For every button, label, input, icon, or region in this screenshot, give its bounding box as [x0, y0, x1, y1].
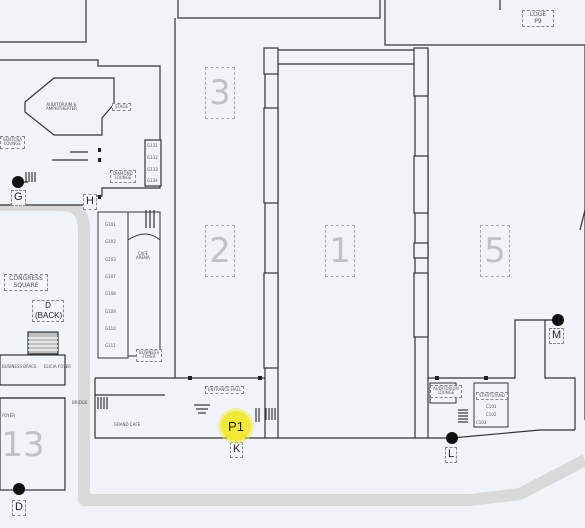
entrance-hall-label: ENTRANCE HALL	[205, 386, 245, 395]
room-g111[interactable]: G111	[105, 343, 116, 348]
dock-l-marker[interactable]	[446, 432, 458, 444]
room-g134[interactable]: G134	[147, 178, 158, 183]
hall-partitions	[263, 47, 429, 369]
door-m-label[interactable]: M	[549, 328, 565, 344]
business-brace-label: BUSINESS BRACE	[2, 364, 37, 369]
room-g103[interactable]: G103	[105, 257, 116, 262]
stage-label: STAGE	[112, 103, 131, 112]
room-g133[interactable]: G133	[147, 167, 158, 172]
congress-square-label[interactable]: CONGRESS SQUARE	[4, 274, 48, 292]
hall-2-label[interactable]: 2	[205, 225, 235, 277]
door-d-label[interactable]: D	[12, 500, 26, 516]
door-markers	[98, 148, 488, 380]
room-g132[interactable]: G132	[147, 155, 158, 160]
grand-cafe-label: GRAND CAFE	[114, 422, 141, 427]
room-g108[interactable]: G108	[105, 291, 116, 296]
bridge-label: BRIDGE	[72, 400, 88, 405]
room-c103[interactable]: C103	[476, 420, 487, 425]
room-g102[interactable]: G102	[105, 239, 116, 244]
room-c102[interactable]: C102	[486, 412, 497, 417]
door-h-label[interactable]: H	[83, 194, 97, 210]
north-buildings	[177, 0, 585, 46]
dock-d-marker[interactable]	[13, 483, 25, 495]
south-corridor	[94, 377, 575, 439]
door-l-label[interactable]: L	[445, 447, 458, 463]
door-g-label[interactable]: G	[11, 190, 26, 206]
door-d-back-label[interactable]: D (BACK)	[32, 300, 64, 322]
room-g107[interactable]: G107	[105, 274, 116, 279]
room-g101[interactable]: G101	[105, 222, 116, 227]
center-lounge-label: ELICIA FOYER	[44, 364, 71, 369]
sentosa-lounge-label: SENTOSA LOUNGE	[0, 136, 25, 149]
business-foyer-label: BUSINESS FOYER	[136, 349, 162, 362]
dock-m-marker[interactable]	[552, 314, 564, 326]
door-k-label[interactable]: K	[230, 442, 244, 458]
cafe-label: CAFE ARENA	[136, 251, 150, 261]
diamond-lounge-label: DIAMOND LOUNGE	[110, 170, 136, 183]
room-c101[interactable]: C101	[486, 404, 497, 409]
room-g131[interactable]: G131	[147, 143, 158, 148]
room-g109[interactable]: G109	[105, 309, 116, 314]
hall-1-label[interactable]: 1	[325, 225, 355, 277]
loading-east-label: STARTSTAND	[476, 392, 508, 401]
parking-p1-marker[interactable]: P1	[221, 411, 251, 441]
foyer-label: FOYER	[2, 413, 15, 418]
loge-label[interactable]: LOGE P9	[522, 10, 554, 28]
auditorium-lounge-label: AUDITORIUM LOUNGE	[430, 385, 462, 398]
exhibition-halls	[174, 18, 585, 438]
hall-3-label[interactable]: 3	[205, 67, 235, 119]
stairs	[25, 172, 468, 423]
north-west-building	[0, 0, 162, 206]
room-g110[interactable]: G110	[105, 326, 116, 331]
dock-g-marker[interactable]	[12, 176, 24, 188]
auditorium-label: AUDITORIUM & AMPHITHEATER	[46, 102, 77, 112]
room-blocks	[97, 211, 509, 428]
hall-5-label[interactable]: 5	[480, 225, 510, 277]
hall-13-label[interactable]: 13	[1, 425, 45, 465]
